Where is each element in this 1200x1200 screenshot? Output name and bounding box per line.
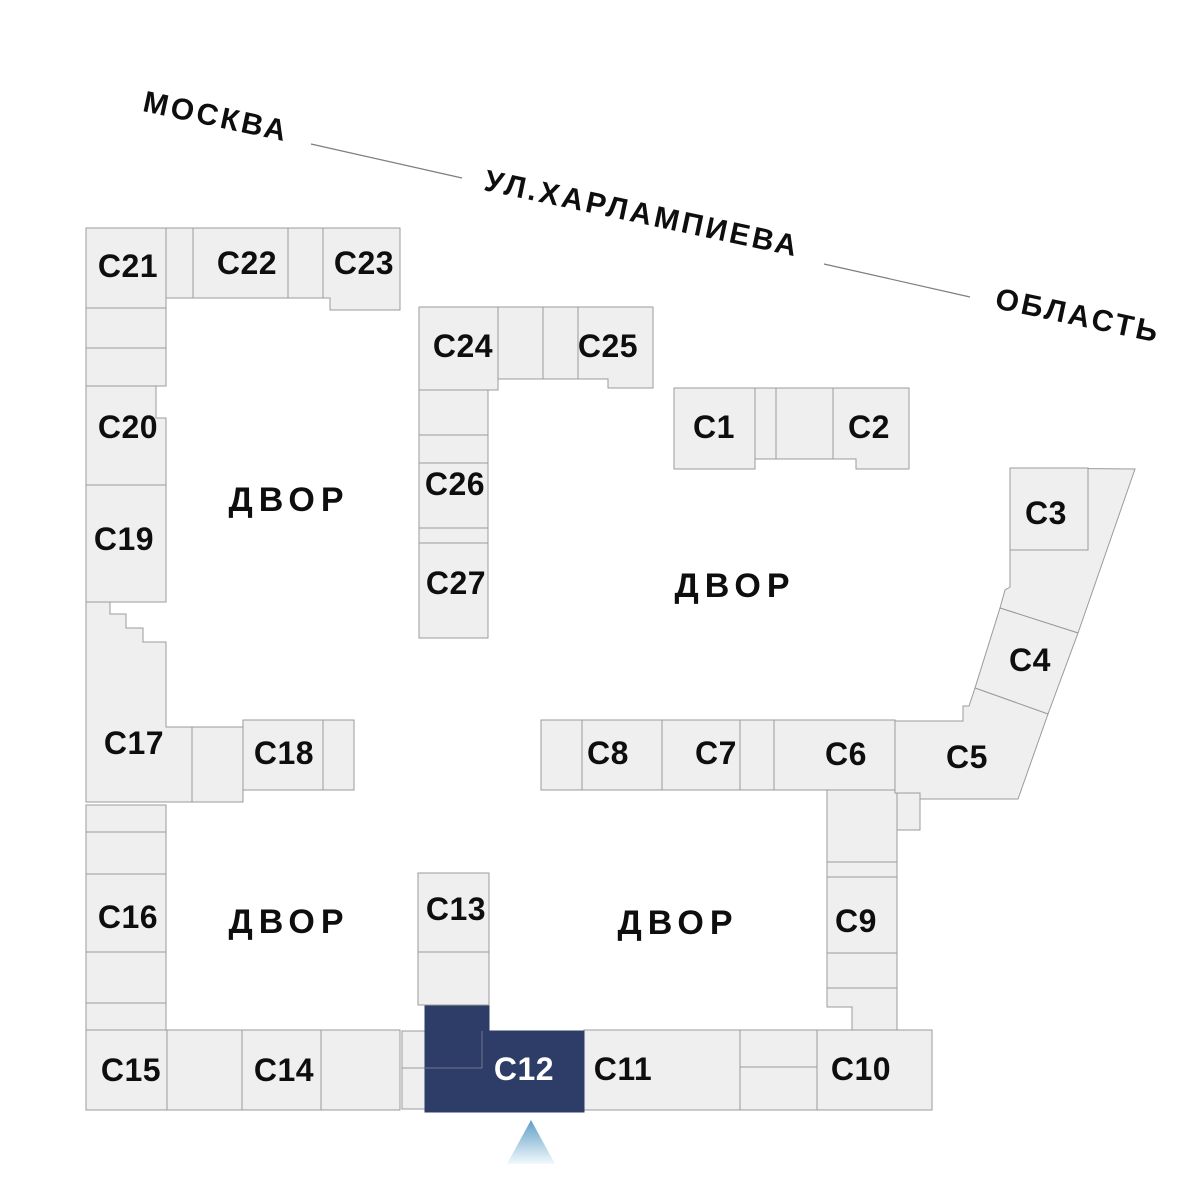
building-cell <box>826 861 898 878</box>
building-cell <box>85 831 167 875</box>
selected-building-marker-group <box>507 1120 555 1164</box>
building-cell <box>418 389 489 436</box>
building-cell <box>401 1030 427 1069</box>
courtyard-label: ДВОР <box>674 567 795 605</box>
courtyard-label: ДВОР <box>228 481 349 519</box>
building-С14[interactable] <box>241 1029 322 1111</box>
building-cell <box>85 804 167 833</box>
street-line <box>310 143 463 179</box>
building-cell <box>165 227 194 299</box>
building-С2[interactable] <box>832 387 910 470</box>
building-С12[interactable] <box>424 1005 585 1113</box>
building-С24[interactable] <box>418 306 499 391</box>
building-С1[interactable] <box>673 387 756 470</box>
building-cell <box>826 952 898 989</box>
courtyard-label: ДВОР <box>617 904 738 942</box>
building-С21[interactable] <box>85 227 167 309</box>
street-label-0: МОСКВА <box>140 85 292 148</box>
building-cell <box>497 306 544 380</box>
building-cell <box>826 789 898 863</box>
building-С9[interactable] <box>826 876 898 954</box>
building-cells <box>85 227 1089 1113</box>
street-line <box>823 263 971 298</box>
building-С5[interactable] <box>894 687 1049 800</box>
building-cell <box>754 387 777 460</box>
building-С6[interactable] <box>773 719 896 791</box>
building-С23[interactable] <box>322 227 401 311</box>
building-cell <box>85 1002 167 1031</box>
building-cell <box>287 227 324 299</box>
building-С18[interactable] <box>242 719 324 791</box>
building-С25[interactable] <box>577 306 654 389</box>
building-С19[interactable] <box>85 484 167 603</box>
building-cell <box>85 307 167 349</box>
building-cell <box>320 1029 401 1111</box>
building-cell <box>540 719 583 791</box>
street-label-1: УЛ.ХАРЛАМПИЕВА <box>481 164 802 263</box>
building-cell <box>85 347 167 387</box>
building-С26[interactable] <box>418 462 489 529</box>
building-cell <box>166 1029 243 1111</box>
building-С7[interactable] <box>661 719 741 791</box>
building-С27[interactable] <box>418 542 489 639</box>
building-cell <box>417 951 490 1006</box>
street-label-2: ОБЛАСТЬ <box>992 282 1163 349</box>
building-cell <box>739 719 775 791</box>
building-С15[interactable] <box>85 1029 168 1111</box>
building-С16[interactable] <box>85 873 167 953</box>
building-cell <box>739 1029 818 1068</box>
building-cell <box>739 1066 818 1111</box>
building-cell <box>418 527 489 544</box>
building-cell <box>896 792 921 831</box>
building-cell <box>85 951 167 1004</box>
building-С8[interactable] <box>581 719 663 791</box>
courtyard-labels: ДВОР ДВОР ДВОР ДВОР <box>228 481 795 942</box>
building-cell <box>775 387 834 460</box>
building-cell <box>401 1067 427 1110</box>
building-cell <box>542 306 579 380</box>
selected-building-marker-icon <box>507 1120 555 1164</box>
building-cell <box>826 987 898 1031</box>
building-С22[interactable] <box>192 227 289 299</box>
building-cell <box>418 434 489 464</box>
building-cell <box>191 726 244 803</box>
building-cell <box>322 719 355 791</box>
building-С3[interactable] <box>1009 467 1089 551</box>
building-С10[interactable] <box>816 1029 933 1111</box>
building-С17[interactable] <box>85 601 193 803</box>
courtyard-label: ДВОР <box>228 903 349 941</box>
building-С20[interactable] <box>85 385 167 486</box>
building-С11[interactable] <box>583 1029 741 1111</box>
building-С13[interactable] <box>417 872 490 953</box>
